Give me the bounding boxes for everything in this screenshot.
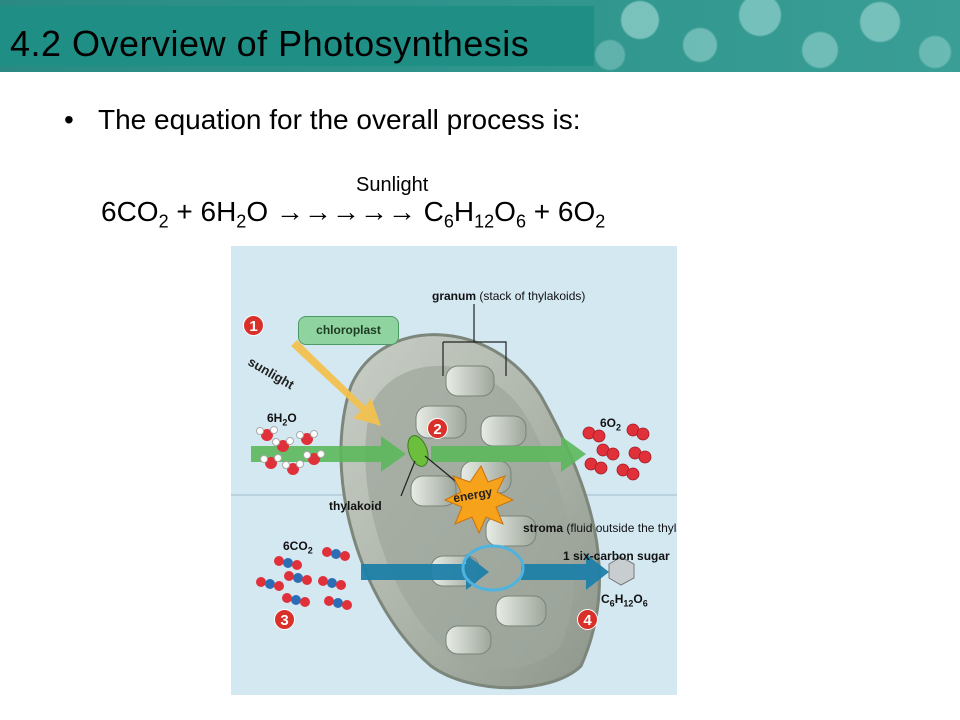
photosynthesis-equation: 6CO2 + 6H2O →→→→→ C6H12O6 + 6O2 [101, 196, 606, 232]
oxygen-label: 6O2 [600, 416, 622, 433]
title-box: 4.2 Overview of Photosynthesis [0, 6, 594, 66]
glucose-label: C6H12O6 [601, 592, 648, 609]
step-2-badge: 2 [427, 418, 448, 439]
sugar-hexagon [608, 556, 635, 586]
water-in-arrow [251, 436, 406, 472]
co2-label: 6CO2 [283, 539, 313, 556]
bullet-point: • The equation for the overall process is… [64, 104, 580, 136]
sugar-out-arrow [521, 554, 609, 590]
stroma-label: stroma (fluid outside the thylakoids) [523, 521, 677, 535]
bullet-text: The equation for the overall process is: [98, 104, 581, 135]
calvin-cycle [461, 544, 525, 592]
thylakoid-disk [407, 435, 429, 467]
water-molecules [256, 426, 325, 475]
co2-in-arrow [361, 554, 489, 590]
water-label: 6H2O [267, 411, 297, 428]
granum-label: granum (stack of thylakoids) [432, 289, 586, 303]
slide-title: 4.2 Overview of Photosynthesis [10, 23, 530, 64]
chloroplast-illustration [231, 304, 677, 690]
thylakoid-label: thylakoid [329, 499, 382, 513]
sunlight-label: Sunlight [356, 174, 429, 196]
chloroplast-diagram: granum (stack of thylakoids) 1 chloropla… [231, 246, 677, 695]
step-1-badge: 1 [243, 315, 264, 336]
sunlight-arrow [291, 340, 381, 426]
step-4-badge: 4 [577, 609, 598, 630]
bullet-dot: • [64, 104, 74, 135]
oxygen-out-arrow [431, 436, 586, 472]
sugar-label: 1 six-carbon sugar [563, 549, 670, 563]
co2-molecules [256, 547, 352, 610]
step-3-badge: 3 [274, 609, 295, 630]
equation-arrows: →→→→→ [268, 196, 424, 227]
chloroplast-label: chloroplast [298, 316, 399, 345]
header-banner: 4.2 Overview of Photosynthesis [0, 0, 960, 72]
oxygen-molecules [582, 423, 652, 481]
energy-burst [443, 464, 515, 535]
